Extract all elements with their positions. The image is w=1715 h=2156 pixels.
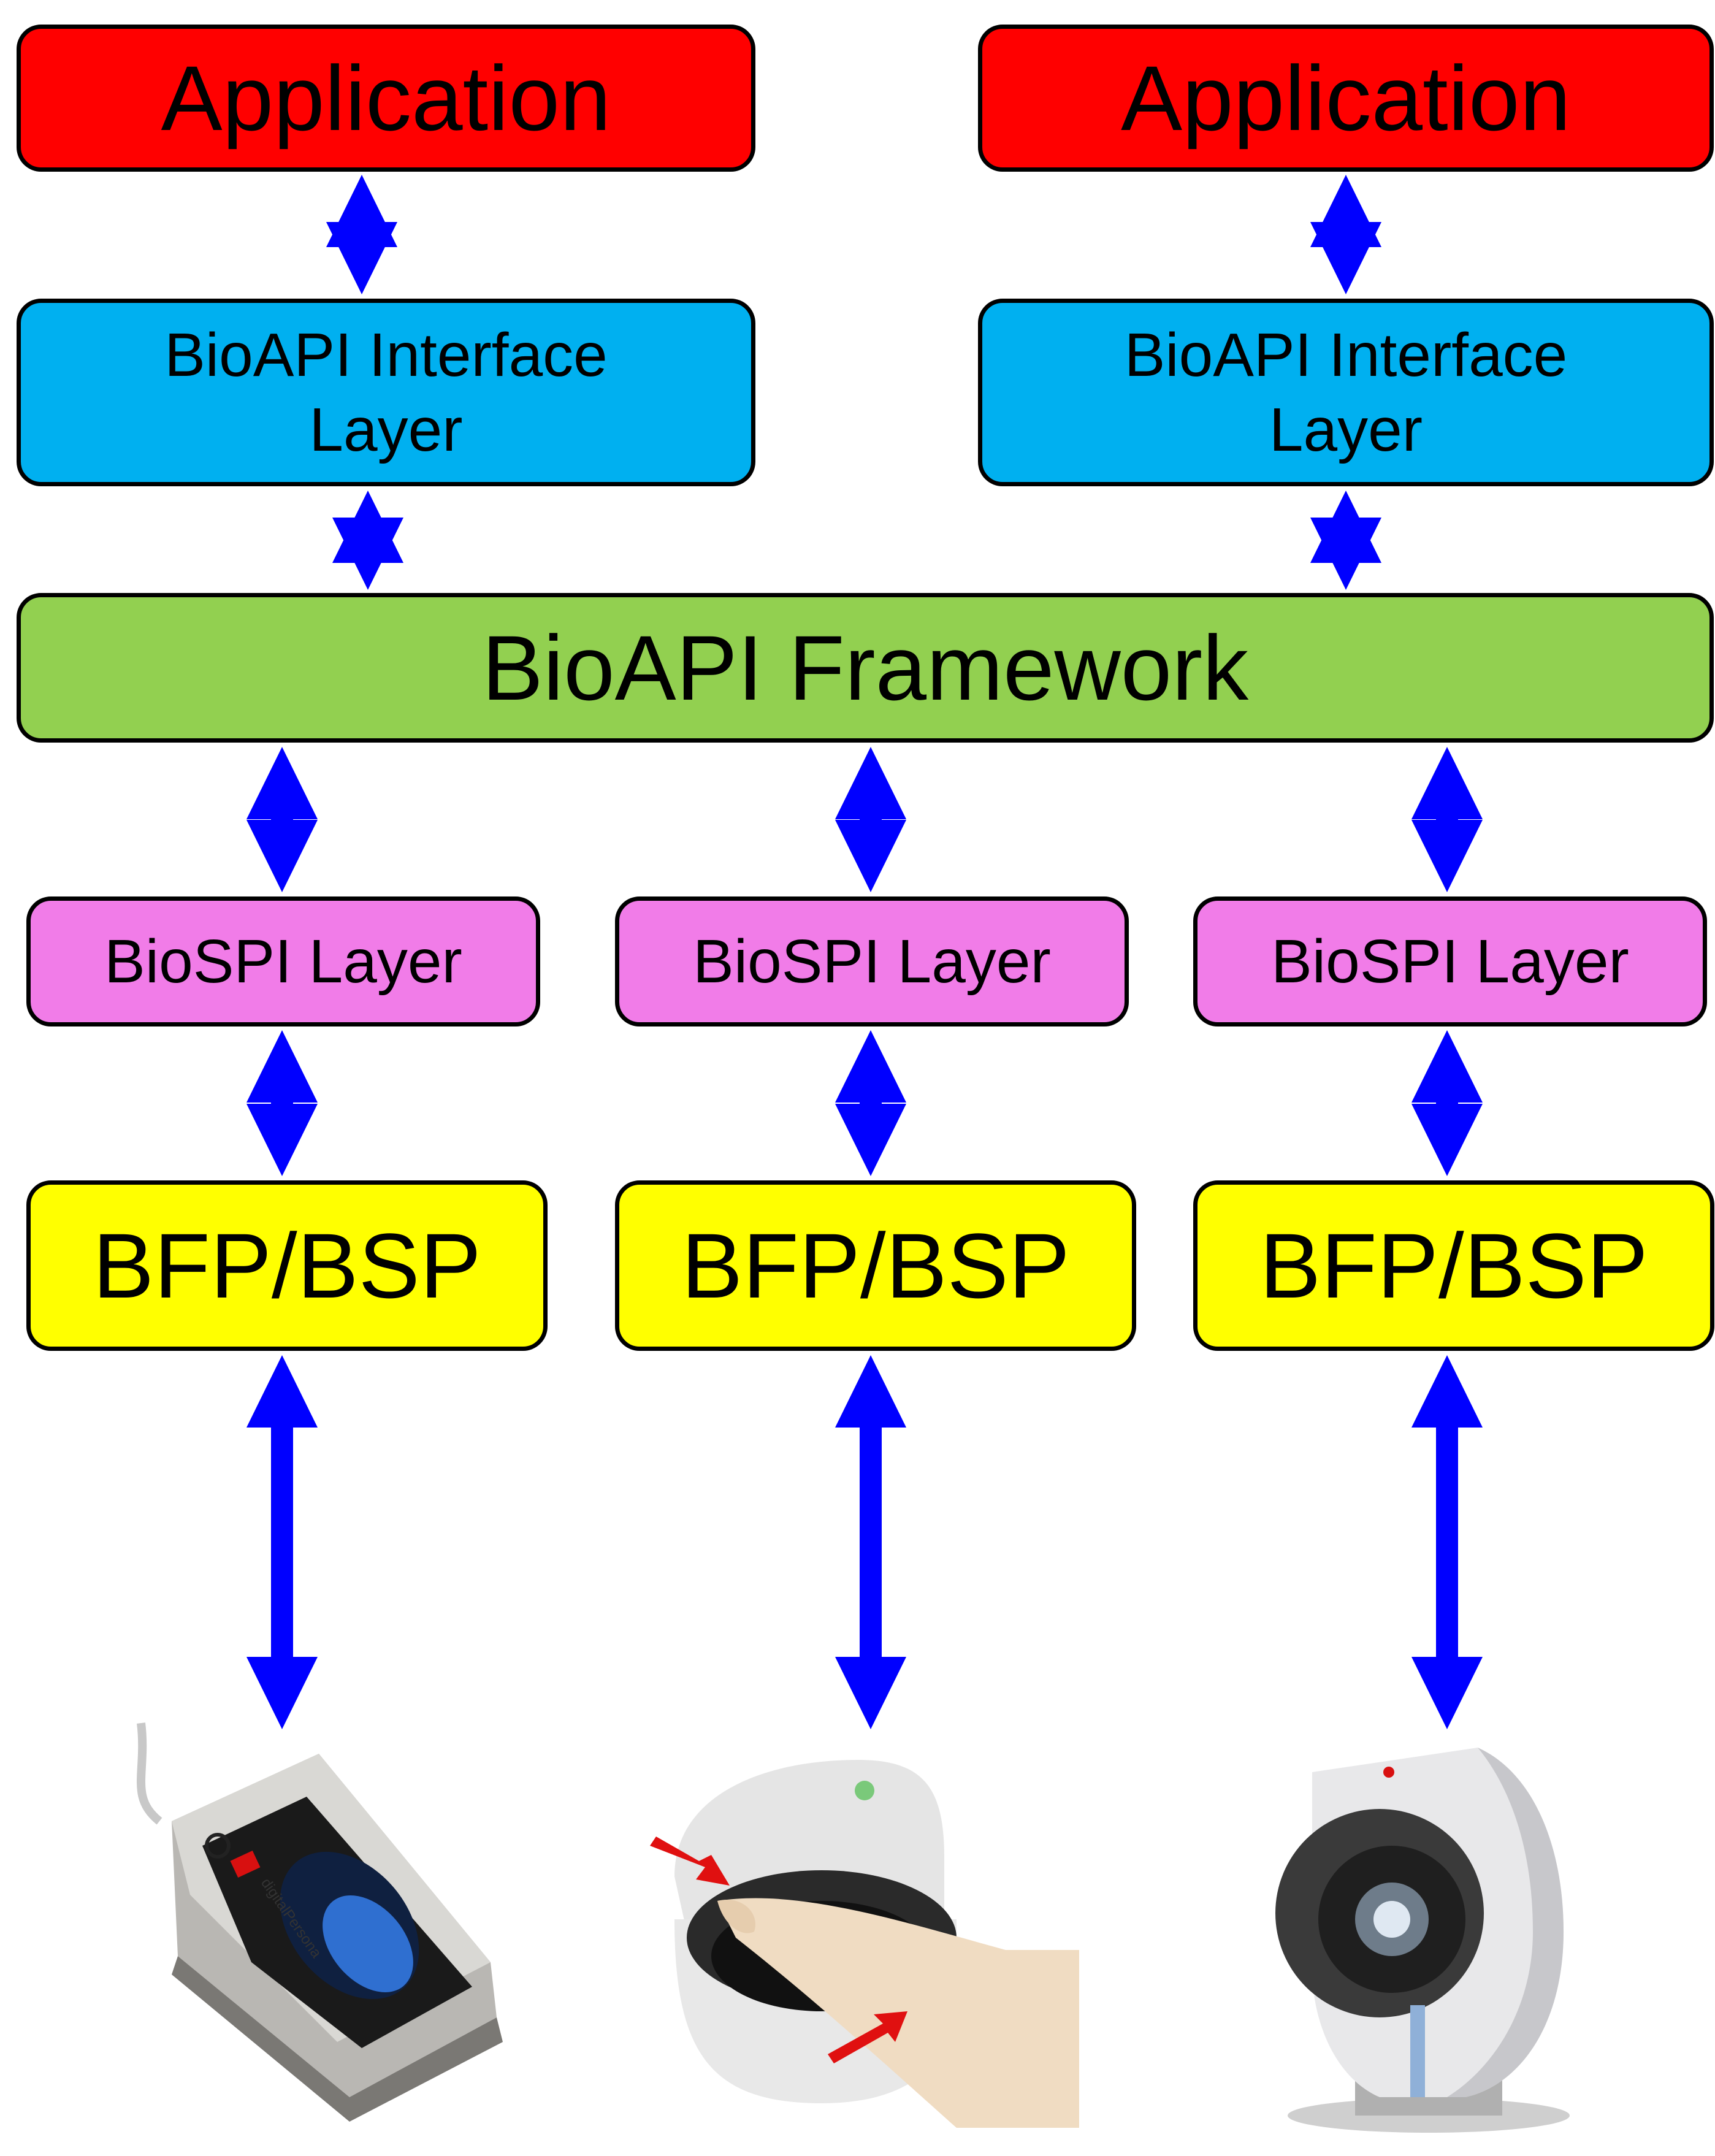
arrow-group: [246, 175, 1483, 1729]
bidirectional-arrow-9: [835, 1030, 906, 1176]
spi-layer-box-2: BioSPI Layer: [615, 896, 1129, 1026]
bidirectional-arrow-12: [835, 1355, 906, 1729]
bidirectional-arrow-3: [332, 491, 403, 590]
interface-label-line2: Layer: [309, 396, 463, 464]
finger-vein-scanner-icon: [650, 1760, 1079, 2128]
iris-scanner-icon: [1275, 1748, 1570, 2133]
interface-layer-box-right: BioAPI Interface Layer: [978, 299, 1714, 486]
bfp-label: BFP/BSP: [1259, 1214, 1648, 1317]
bidirectional-arrow-13: [1411, 1355, 1483, 1729]
bidirectional-arrow-5: [246, 747, 318, 892]
interface-label-line1: BioAPI Interface: [1124, 321, 1568, 389]
application-box-right: Application: [978, 25, 1714, 172]
bidirectional-arrow-11: [246, 1355, 318, 1729]
fingerprint-reader-icon: digitalPersona: [137, 1722, 503, 2122]
bfp-bsp-box-1: BFP/BSP: [26, 1180, 548, 1351]
spi-label: BioSPI Layer: [1271, 927, 1629, 996]
bidirectional-arrow-1: [326, 175, 397, 294]
application-label: Application: [1121, 46, 1571, 150]
bidirectional-arrow-4: [1310, 491, 1381, 590]
spi-layer-box-3: BioSPI Layer: [1193, 896, 1707, 1026]
interface-label-line1: BioAPI Interface: [164, 321, 608, 389]
interface-layer-box-left: BioAPI Interface Layer: [17, 299, 755, 486]
spi-label: BioSPI Layer: [693, 927, 1051, 996]
bidirectional-arrow-8: [246, 1030, 318, 1176]
bidirectional-arrow-7: [1411, 747, 1483, 892]
application-box-left: Application: [17, 25, 755, 172]
framework-box: BioAPI Framework: [17, 593, 1714, 743]
bidirectional-arrow-2: [1310, 175, 1381, 294]
bfp-bsp-box-3: BFP/BSP: [1193, 1180, 1714, 1351]
application-label: Application: [161, 46, 611, 150]
spi-layer-box-1: BioSPI Layer: [26, 896, 540, 1026]
interface-label-line2: Layer: [1269, 396, 1423, 464]
bfp-label: BFP/BSP: [93, 1214, 481, 1317]
bidirectional-arrow-6: [835, 747, 906, 892]
bfp-bsp-box-2: BFP/BSP: [615, 1180, 1136, 1351]
bidirectional-arrow-10: [1411, 1030, 1483, 1176]
framework-label: BioAPI Framework: [481, 616, 1249, 719]
bfp-label: BFP/BSP: [681, 1214, 1070, 1317]
spi-label: BioSPI Layer: [104, 927, 462, 996]
